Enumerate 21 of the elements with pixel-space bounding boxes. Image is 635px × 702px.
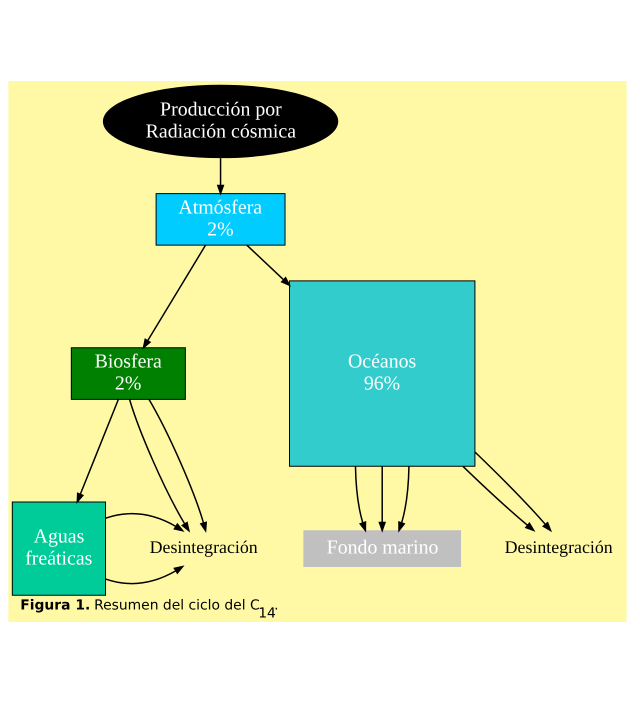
arrow <box>105 564 185 584</box>
arrow <box>246 244 292 286</box>
arrow <box>354 466 366 532</box>
arrow <box>148 398 208 532</box>
arrow <box>474 450 552 532</box>
node-text: Desintegración <box>504 536 613 556</box>
arrow <box>398 466 410 532</box>
arrow <box>216 158 224 196</box>
arrow <box>462 465 536 532</box>
arrow <box>142 244 206 349</box>
node-box: Biosfera 2% <box>70 346 186 400</box>
node-box: Aguas freáticas <box>12 501 106 596</box>
arrow <box>105 512 185 532</box>
node-text: Desintegración <box>150 536 258 556</box>
node-box: Atmósfera 2% <box>156 192 286 246</box>
arrow <box>128 398 190 532</box>
node-box: Fondo marino <box>303 530 462 566</box>
arrow <box>76 398 120 504</box>
arrow <box>378 466 386 532</box>
node-ellipse: Producción por Radiación cósmica <box>102 84 338 158</box>
node-box: Océanos 96% <box>289 280 476 466</box>
